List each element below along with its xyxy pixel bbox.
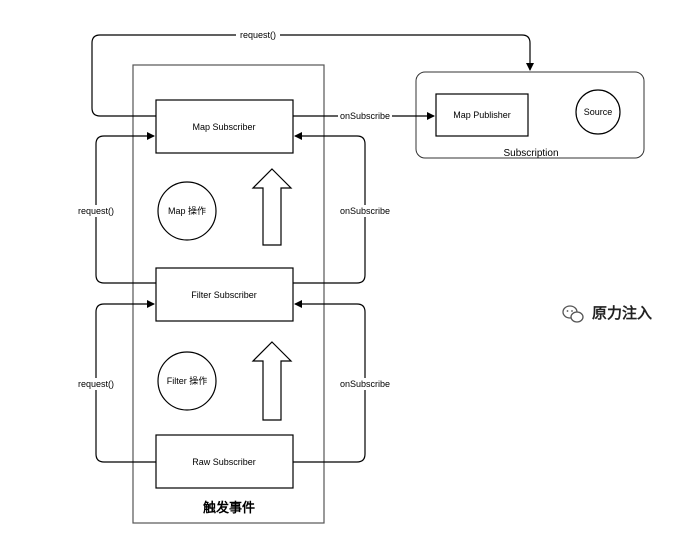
filter-operator-label: Filter 操作 — [167, 375, 208, 386]
event-container — [132, 64, 325, 524]
edge-label-top-request: request() — [240, 30, 276, 40]
map-subscriber-box — [155, 99, 294, 154]
edge-label-left-request-upper: request() — [78, 206, 114, 216]
edge-label-left-request-lower: request() — [78, 379, 114, 389]
filter-operator-circle — [157, 351, 217, 411]
edge-top-request — [91, 34, 534, 117]
up-arrow-icon — [251, 168, 293, 246]
edge-label-right-onsubscribe-upper: onSubscribe — [340, 206, 390, 216]
map-publisher-label: Map Publisher — [453, 110, 511, 120]
source-circle — [575, 89, 621, 135]
container-label: 触发事件 — [202, 500, 255, 516]
map-subscriber-label: Map Subscriber — [192, 122, 255, 132]
source-label: Source — [584, 107, 613, 117]
map-operator-circle — [157, 181, 217, 241]
wechat-icon — [562, 305, 584, 323]
map-operator-label: Map 操作 — [168, 205, 206, 216]
filter-subscriber-box — [155, 267, 294, 322]
edge-label-map-onsubscribe: onSubscribe — [340, 111, 390, 121]
filter-subscriber-label: Filter Subscriber — [191, 290, 257, 300]
raw-subscriber-label: Raw Subscriber — [192, 457, 256, 467]
subscription-label: Subscription — [503, 148, 558, 159]
subscription-box — [415, 71, 645, 159]
watermark-text: 原力注入 — [592, 304, 652, 322]
edge-label-right-onsubscribe-lower: onSubscribe — [340, 379, 390, 389]
up-arrow-icon — [251, 341, 293, 421]
map-publisher-box — [435, 93, 529, 137]
